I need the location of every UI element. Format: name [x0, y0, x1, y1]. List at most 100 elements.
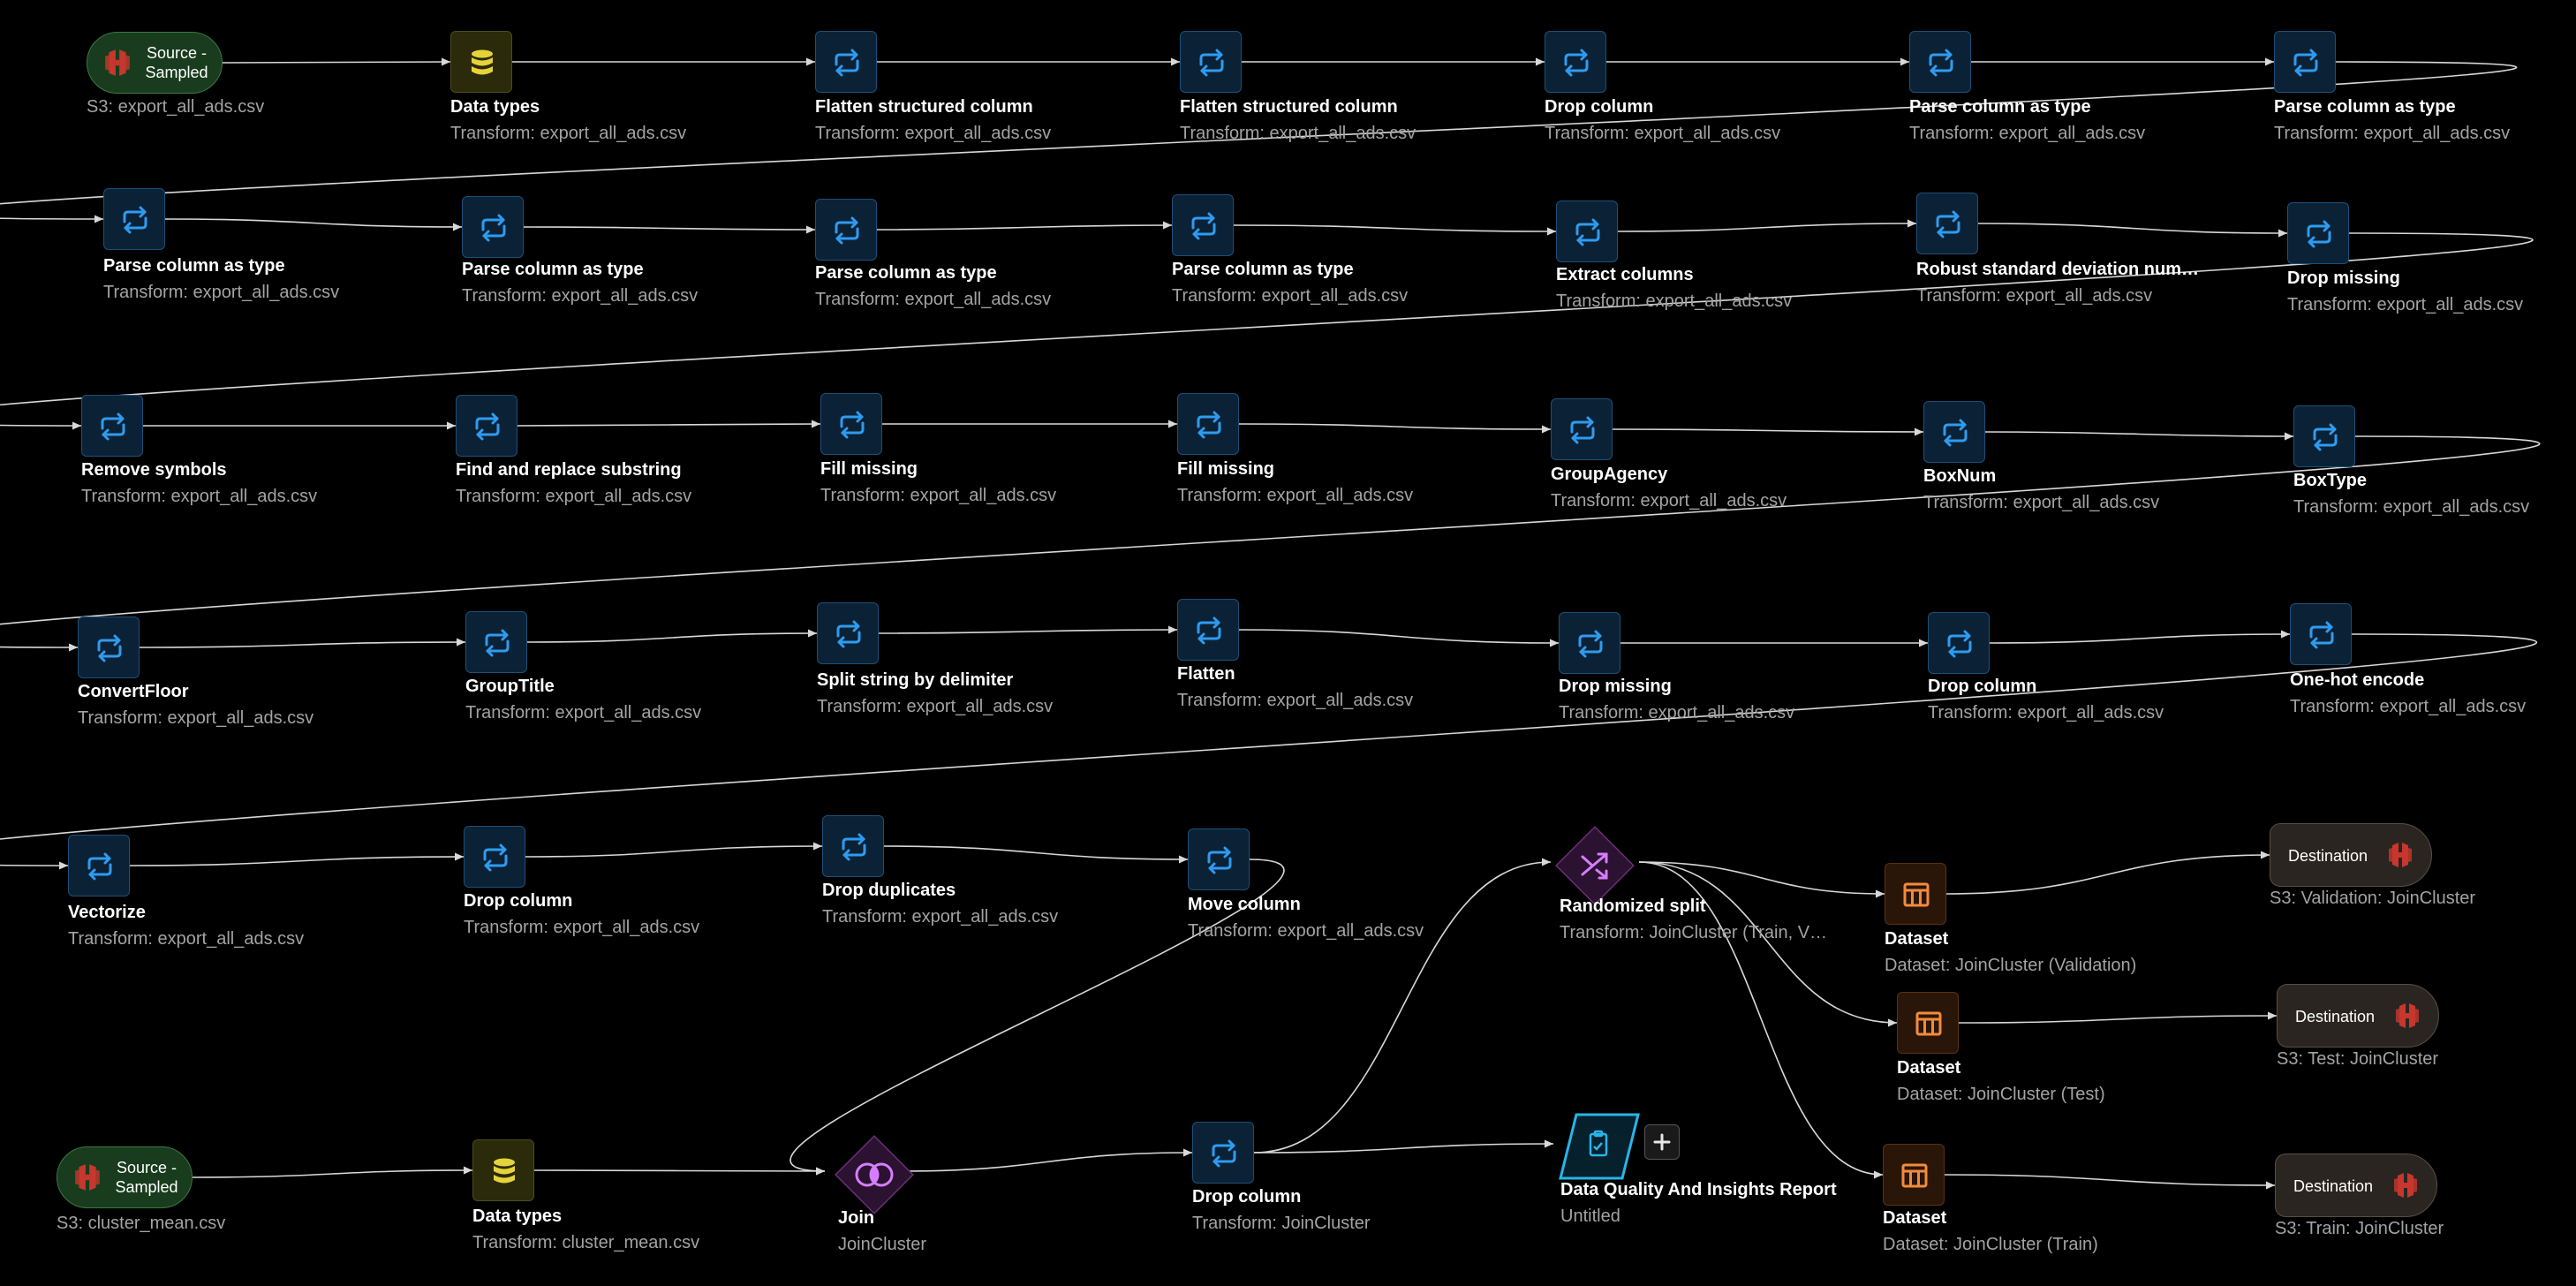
edge-dstest-desttest: [1958, 1011, 2278, 1024]
transform-icon[interactable]: [1909, 31, 1971, 93]
dataset-icon[interactable]: [1897, 992, 1959, 1054]
source-node[interactable]: Source -Sampled: [87, 32, 223, 94]
source-node[interactable]: Source -Sampled: [57, 1146, 193, 1208]
node-subtitle: Transform: export_all_ads.csv: [1172, 286, 1409, 306]
source-line1: Source -: [116, 1159, 178, 1176]
transform-icon[interactable]: [81, 395, 143, 457]
transform-icon[interactable]: [1177, 393, 1239, 455]
node-subtitle: Transform: export_all_ads.csv: [2290, 697, 2527, 716]
transform-icon[interactable]: [1923, 401, 1985, 463]
transform-icon[interactable]: [1172, 194, 1234, 256]
edge-dsval-destval: [1945, 851, 2270, 895]
source-label: Source -Sampled: [139, 43, 215, 82]
plus-icon: [1653, 1133, 1671, 1151]
node-title: Parse column as type: [2274, 97, 2456, 117]
transform-icon[interactable]: [815, 31, 877, 93]
transform-icon[interactable]: [1545, 31, 1606, 93]
edge-r4a-r4b: [139, 638, 466, 648]
destination-node[interactable]: Destination: [2270, 823, 2432, 887]
transform-icon[interactable]: [1180, 31, 1242, 93]
add-step-button[interactable]: [1644, 1124, 1680, 1160]
transform-icon[interactable]: [1556, 200, 1618, 262]
transform-icon[interactable]: [78, 617, 140, 678]
edge-r4f-r4g: [1989, 630, 2291, 644]
transform-icon[interactable]: [1928, 612, 1990, 674]
transform-icon[interactable]: [2293, 405, 2355, 467]
join-icon[interactable]: [830, 1131, 918, 1219]
source-line1: Source -: [146, 44, 208, 62]
node-subtitle: Transform: export_all_ads.csv: [1177, 486, 1414, 505]
destination-node[interactable]: Destination: [2277, 984, 2439, 1048]
node-subtitle: Transform: export_all_ads.csv: [465, 703, 702, 722]
transform-icon[interactable]: [2290, 603, 2352, 665]
node-title: Parse column as type: [815, 263, 997, 283]
transform-icon[interactable]: [817, 602, 879, 664]
randomized-split-icon[interactable]: [1551, 821, 1639, 910]
node-subtitle: Transform: export_all_ads.csv: [1188, 921, 1424, 941]
node-subtitle: Transform: export_all_ads.csv: [464, 918, 700, 937]
node-subtitle: Transform: export_all_ads.csv: [1923, 493, 2160, 512]
node-title: BoxNum: [1923, 466, 1997, 486]
transform-icon[interactable]: [68, 835, 130, 896]
edge-r5d-join: [789, 859, 1285, 1176]
transform-icon[interactable]: [456, 395, 517, 457]
transform-icon[interactable]: [465, 611, 527, 673]
transform-icon[interactable]: [1551, 398, 1613, 460]
transform-icon[interactable]: [462, 196, 524, 258]
node-subtitle: Transform: export_all_ads.csv: [820, 486, 1057, 505]
node-subtitle: Transform: export_all_ads.csv: [817, 697, 1054, 716]
node-title: Robust standard deviation num…: [1916, 260, 2200, 279]
transform-icon[interactable]: [103, 188, 165, 250]
node-subtitle: Transform: export_all_ads.csv: [78, 708, 314, 728]
node-title: Parse column as type: [1909, 97, 2091, 117]
transform-icon[interactable]: [1177, 599, 1239, 661]
transform-icon[interactable]: [464, 826, 525, 888]
edge-r3e-r3f: [1612, 427, 1924, 436]
edge-r1e-r2a: [0, 61, 2518, 223]
node-title: Data types: [450, 97, 540, 117]
node-subtitle: Transform: export_all_ads.csv: [1909, 124, 2146, 143]
edge-dcj-split: [1253, 858, 1552, 1154]
transform-icon[interactable]: [1192, 1122, 1254, 1184]
edge-r2d-r2e: [1233, 224, 1557, 236]
node-subtitle: Dataset: JoinCluster (Test): [1897, 1085, 2105, 1104]
node-title: Fill missing: [1177, 459, 1275, 479]
edge-r4b-r4c: [526, 629, 818, 643]
node-title: GroupAgency: [1551, 465, 1668, 484]
transform-icon[interactable]: [2287, 202, 2349, 264]
data-types-icon[interactable]: [472, 1139, 534, 1201]
node-subtitle: S3: Test: JoinCluster: [2277, 1049, 2439, 1069]
transform-icon[interactable]: [820, 393, 882, 455]
edge-split-dstest: [1638, 861, 1898, 1027]
node-subtitle: Transform: export_all_ads.csv: [103, 283, 340, 302]
destination-node[interactable]: Destination: [2275, 1154, 2437, 1217]
data-quality-report-icon[interactable]: [1559, 1113, 1640, 1180]
transform-icon[interactable]: [822, 815, 884, 877]
node-subtitle: S3: export_all_ads.csv: [87, 97, 265, 117]
transform-icon[interactable]: [1916, 193, 1978, 254]
node-subtitle: Transform: export_all_ads.csv: [1545, 124, 1781, 143]
node-title: Parse column as type: [462, 260, 644, 279]
transform-icon[interactable]: [815, 199, 877, 261]
s3-icon: [2387, 842, 2414, 873]
node-title: Dataset: [1883, 1208, 1947, 1228]
edge-r5c-r5d: [883, 845, 1189, 864]
edge-src1-dt1: [222, 57, 451, 66]
transform-icon[interactable]: [1188, 828, 1250, 890]
edge-r5a-r5b: [129, 852, 465, 866]
node-subtitle: Transform: export_all_ads.csv: [822, 907, 1059, 927]
node-title: Flatten structured column: [815, 97, 1033, 117]
transform-icon[interactable]: [1559, 612, 1620, 674]
dataset-icon[interactable]: [1883, 1144, 1945, 1206]
data-types-icon[interactable]: [450, 31, 512, 93]
transform-icon[interactable]: [2274, 31, 2336, 93]
node-subtitle: S3: Validation: JoinCluster: [2270, 889, 2476, 908]
node-title: Remove symbols: [81, 460, 227, 480]
dataset-icon[interactable]: [1885, 863, 1946, 925]
node-subtitle: S3: cluster_mean.csv: [57, 1214, 226, 1233]
node-subtitle: Transform: export_all_ads.csv: [1556, 291, 1793, 311]
node-subtitle: Transform: export_all_ads.csv: [815, 124, 1052, 143]
node-subtitle: Transform: JoinCluster (Train, V…: [1560, 923, 1828, 942]
